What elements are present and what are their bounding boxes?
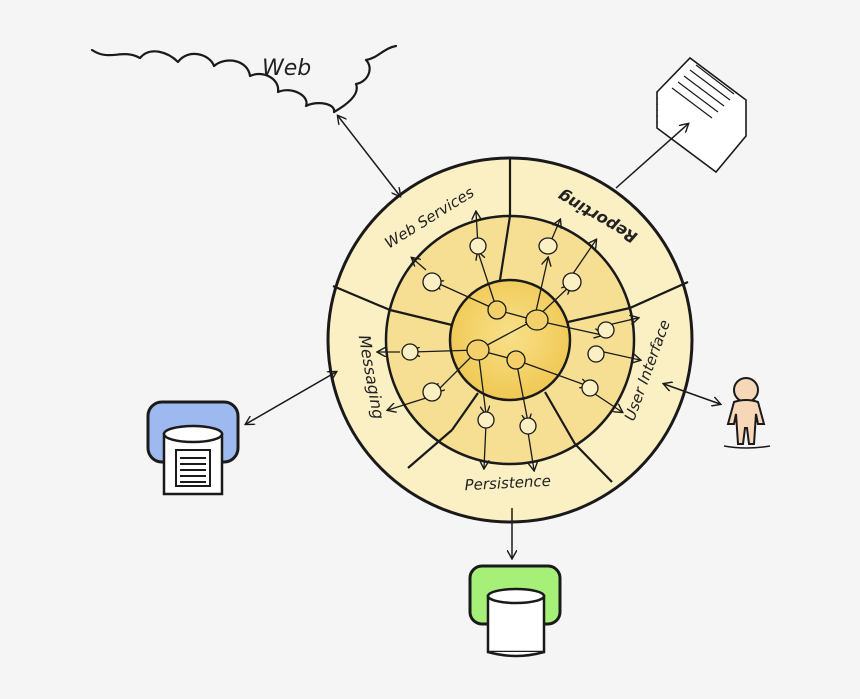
cloud-icon <box>90 44 398 114</box>
hexagonal-architecture-ring <box>326 156 694 524</box>
internal-node-graph <box>378 212 640 470</box>
database-icon <box>146 400 240 496</box>
database-icon <box>468 564 562 658</box>
persistence-label: Persistence <box>464 472 551 494</box>
person-icon <box>723 377 771 449</box>
external-connections <box>246 116 720 558</box>
web-label: Web <box>262 56 311 81</box>
document-stack-icon <box>655 56 748 174</box>
